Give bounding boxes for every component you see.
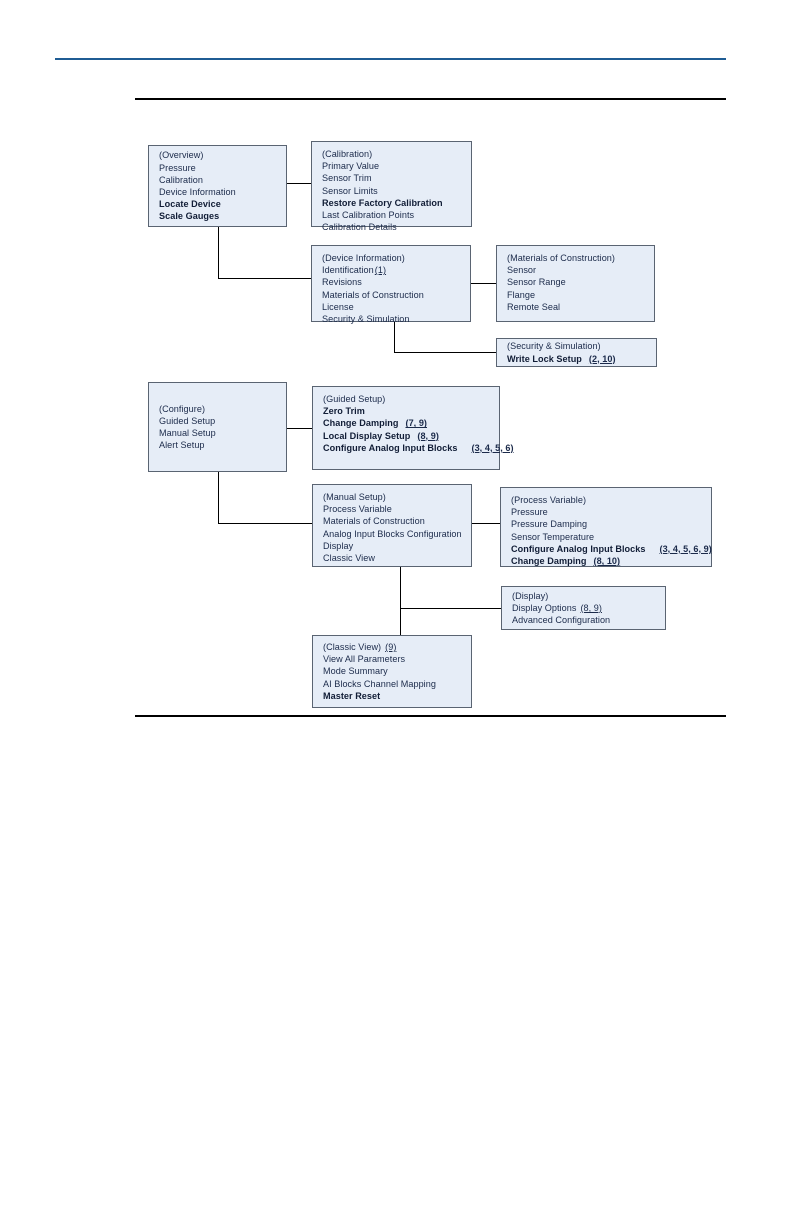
- connector-overview-deviceinfo-horizontal: [218, 278, 311, 280]
- node-process-variable-item-4[interactable]: Change Damping (8, 10): [511, 555, 702, 567]
- node-guided-setup-item-3-label: Configure Analog Input Blocks: [323, 442, 458, 453]
- node-display-header: (Display): [512, 590, 549, 601]
- node-process-variable-item-1[interactable]: Pressure Damping: [511, 519, 588, 530]
- node-calibration-item-3[interactable]: Restore Factory Calibration: [322, 197, 443, 208]
- node-materials-of-construction-item-1[interactable]: Sensor Range: [507, 277, 566, 288]
- node-device-information-item-0-label: Identification: [322, 265, 374, 276]
- node-device-information-item-1[interactable]: Revisions: [322, 277, 362, 288]
- node-guided-setup-item-2-ref: (8, 9): [417, 430, 439, 441]
- node-process-variable[interactable]: (Process Variable) Pressure Pressure Dam…: [500, 487, 712, 567]
- node-manual-setup-item-0[interactable]: Process Variable: [323, 504, 392, 515]
- node-guided-setup-item-3[interactable]: Configure Analog Input Blocks (3, 4, 5, 6…: [323, 442, 513, 454]
- connector-deviceinfo-security-horizontal: [394, 352, 497, 354]
- node-device-information-item-4[interactable]: Security & Simulation: [322, 314, 410, 325]
- node-classic-view-item-1[interactable]: Mode Summary: [323, 666, 388, 677]
- node-manual-setup-item-1[interactable]: Materials of Construction: [323, 516, 425, 527]
- node-manual-setup-item-4[interactable]: Classic View: [323, 553, 375, 564]
- node-security-simulation-header: (Security & Simulation): [507, 341, 601, 352]
- connector-manualsetup-classicview-vertical: [400, 567, 402, 635]
- node-materials-of-construction-header: (Materials of Construction): [507, 253, 615, 263]
- node-classic-view-item-2[interactable]: AI Blocks Channel Mapping: [323, 678, 436, 689]
- node-classic-view[interactable]: (Classic View)(9) View All Parameters Mo…: [312, 635, 472, 708]
- node-calibration-item-1[interactable]: Sensor Trim: [322, 173, 372, 184]
- node-overview-item-2[interactable]: Device Information: [159, 187, 236, 197]
- connector-overview-calibration: [287, 183, 311, 185]
- node-calibration-header: (Calibration): [322, 149, 373, 159]
- node-process-variable-header: (Process Variable): [511, 495, 587, 505]
- node-guided-setup-item-3-ref: (3, 4, 5, 6): [471, 442, 514, 453]
- node-guided-setup[interactable]: (Guided Setup) Zero Trim Change Damping (…: [312, 386, 513, 470]
- node-classic-view-header-label: (Classic View): [323, 642, 382, 652]
- node-guided-setup-item-2[interactable]: Local Display Setup (8, 9): [323, 430, 490, 442]
- node-security-simulation-item-0-label: Write Lock Setup: [507, 353, 582, 364]
- node-calibration-item-0[interactable]: Primary Value: [322, 161, 380, 172]
- node-overview-item-1[interactable]: Calibration: [159, 174, 204, 185]
- node-guided-setup-header: (Guided Setup): [323, 394, 386, 404]
- node-device-information-item-0-ref: (1): [374, 265, 387, 276]
- node-device-information-item-0[interactable]: Identification(1): [322, 264, 461, 276]
- node-overview-item-0[interactable]: Pressure: [159, 162, 196, 173]
- node-display-item-0-label: Display Options: [512, 602, 577, 613]
- node-guided-setup-item-0[interactable]: Zero Trim: [323, 406, 365, 417]
- node-configure-header: (Configure): [159, 403, 206, 414]
- node-process-variable-item-3[interactable]: Configure Analog Input Blocks (3, 4, 5, 6…: [511, 543, 712, 555]
- node-security-simulation-item-0[interactable]: Write Lock Setup (2, 10): [507, 353, 647, 365]
- node-security-simulation[interactable]: (Security & Simulation) Write Lock Setup…: [496, 338, 657, 367]
- node-manual-setup[interactable]: (Manual Setup) Process Variable Material…: [312, 484, 472, 567]
- node-classic-view-header: (Classic View)(9): [323, 641, 462, 653]
- node-overview-item-3[interactable]: Locate Device: [159, 199, 221, 210]
- node-classic-view-item-0[interactable]: View All Parameters: [323, 654, 406, 665]
- node-process-variable-item-4-label: Change Damping: [511, 556, 587, 567]
- node-calibration-item-2[interactable]: Sensor Limits: [322, 185, 378, 196]
- node-guided-setup-item-1-ref: (7, 9): [405, 418, 428, 429]
- node-overview[interactable]: (Overview) Pressure Calibration Device I…: [148, 145, 287, 227]
- connector-manualsetup-processvariable: [471, 523, 501, 525]
- node-materials-of-construction-item-3[interactable]: Remote Seal: [507, 301, 561, 312]
- node-manual-setup-item-3[interactable]: Display: [323, 540, 354, 551]
- node-classic-view-item-3[interactable]: Master Reset: [323, 690, 381, 701]
- node-security-simulation-item-0-ref: (2, 10): [588, 353, 616, 364]
- node-process-variable-item-3-label: Configure Analog Input Blocks: [511, 543, 646, 554]
- node-display[interactable]: (Display) Display Options(8, 9) Advanced…: [501, 586, 666, 630]
- node-configure[interactable]: (Configure) Guided Setup Manual Setup Al…: [148, 382, 287, 472]
- node-process-variable-item-2[interactable]: Sensor Temperature: [511, 531, 595, 542]
- node-calibration[interactable]: (Calibration) Primary Value Sensor Trim …: [311, 141, 472, 232]
- node-materials-of-construction-item-0[interactable]: Sensor: [507, 265, 537, 276]
- node-calibration-item-4[interactable]: Last Calibration Points: [322, 210, 415, 221]
- connector-configure-manualsetup-vertical: [218, 472, 220, 524]
- content-top-rule: [135, 98, 726, 100]
- node-device-information-item-2[interactable]: Materials of Construction: [322, 289, 424, 300]
- node-classic-view-header-ref: (9): [385, 642, 397, 652]
- node-process-variable-item-3-ref: (3, 4, 5, 6, 9): [659, 543, 712, 554]
- node-materials-of-construction[interactable]: (Materials of Construction) Sensor Senso…: [496, 245, 655, 322]
- connector-deviceinfo-materials: [471, 283, 496, 285]
- header-accent-rule: [55, 58, 726, 60]
- node-guided-setup-item-1-label: Change Damping: [323, 418, 399, 429]
- node-configure-item-1[interactable]: Manual Setup: [159, 428, 216, 438]
- node-device-information-header: (Device Information): [322, 253, 405, 263]
- connector-manualsetup-display-horizontal: [400, 608, 501, 610]
- content-bottom-rule: [135, 715, 726, 717]
- node-materials-of-construction-item-2[interactable]: Flange: [507, 289, 536, 300]
- node-guided-setup-item-1[interactable]: Change Damping (7, 9): [323, 417, 490, 429]
- node-configure-item-2[interactable]: Alert Setup: [159, 440, 205, 451]
- node-device-information-item-3[interactable]: License: [322, 301, 354, 312]
- connector-deviceinfo-security-vertical: [394, 322, 396, 353]
- node-display-item-0-ref: (8, 9): [580, 602, 602, 613]
- connector-configure-manualsetup-horizontal: [218, 523, 312, 525]
- node-process-variable-item-0[interactable]: Pressure: [511, 507, 548, 518]
- node-overview-header: (Overview): [159, 150, 204, 161]
- node-process-variable-item-4-ref: (8, 10): [593, 556, 621, 567]
- node-configure-item-0[interactable]: Guided Setup: [159, 415, 216, 426]
- node-overview-item-4[interactable]: Scale Gauges: [159, 211, 220, 222]
- node-display-item-0[interactable]: Display Options(8, 9): [512, 602, 656, 614]
- node-device-information[interactable]: (Device Information) Identification(1) R…: [311, 245, 471, 325]
- connector-configure-guidedsetup: [287, 428, 312, 430]
- node-calibration-item-5[interactable]: Calibration Details: [322, 222, 397, 233]
- connector-overview-deviceinfo-vertical: [218, 227, 220, 279]
- node-display-item-1[interactable]: Advanced Configuration: [512, 615, 611, 626]
- node-manual-setup-header: (Manual Setup): [323, 492, 386, 502]
- node-manual-setup-item-2[interactable]: Analog Input Blocks Configuration: [323, 528, 462, 539]
- node-guided-setup-item-2-label: Local Display Setup: [323, 430, 411, 441]
